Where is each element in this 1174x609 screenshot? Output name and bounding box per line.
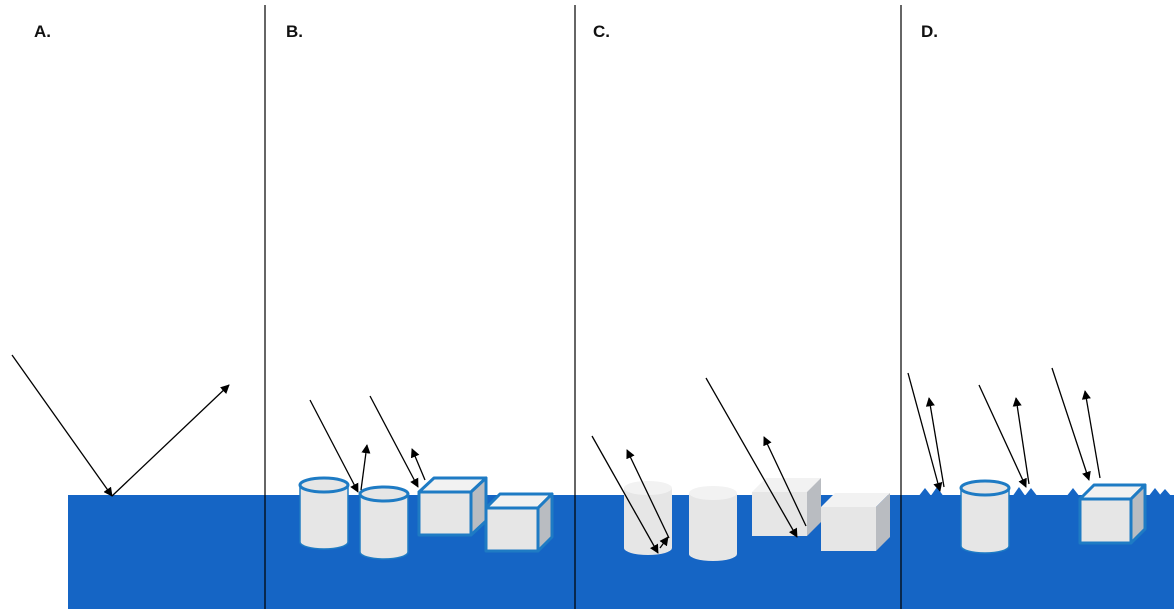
incident-arrow [705, 377, 798, 538]
reflected-arrow [626, 449, 670, 539]
wave-icon [918, 487, 1172, 497]
cylinder-icon [624, 481, 672, 555]
reflected-arrow [763, 436, 807, 527]
cylinder-icon [358, 485, 410, 560]
cube-icon [752, 478, 821, 536]
panel-label-c: C. [593, 22, 610, 41]
incident-arrow [907, 372, 943, 492]
panel-label-a: A. [34, 22, 51, 41]
water-panel-a [68, 495, 265, 609]
reflected-arrow [659, 536, 669, 549]
cube-icon [821, 493, 890, 551]
reflected-arrow [925, 397, 945, 488]
reflected-arrow [1081, 390, 1101, 479]
incident-arrow [1051, 367, 1091, 481]
cube-icon [1078, 483, 1147, 545]
cylinder-icon [959, 479, 1011, 554]
reflected-arrow [410, 448, 426, 481]
reflected-arrow [360, 444, 371, 491]
incident-arrow [11, 354, 113, 497]
incident-arrow [369, 395, 419, 488]
incident-arrow [309, 399, 359, 493]
cylinder-icon [298, 476, 350, 550]
reflected-arrow [1012, 397, 1030, 485]
incident-arrow [978, 384, 1027, 488]
panel-label-d: D. [921, 22, 938, 41]
incident-arrow [591, 435, 659, 554]
panel-label-b: B. [286, 22, 303, 41]
reflected-arrow [111, 384, 230, 497]
cylinder-icon [689, 486, 737, 561]
cube-icon [484, 492, 554, 553]
cube-icon [417, 476, 488, 537]
